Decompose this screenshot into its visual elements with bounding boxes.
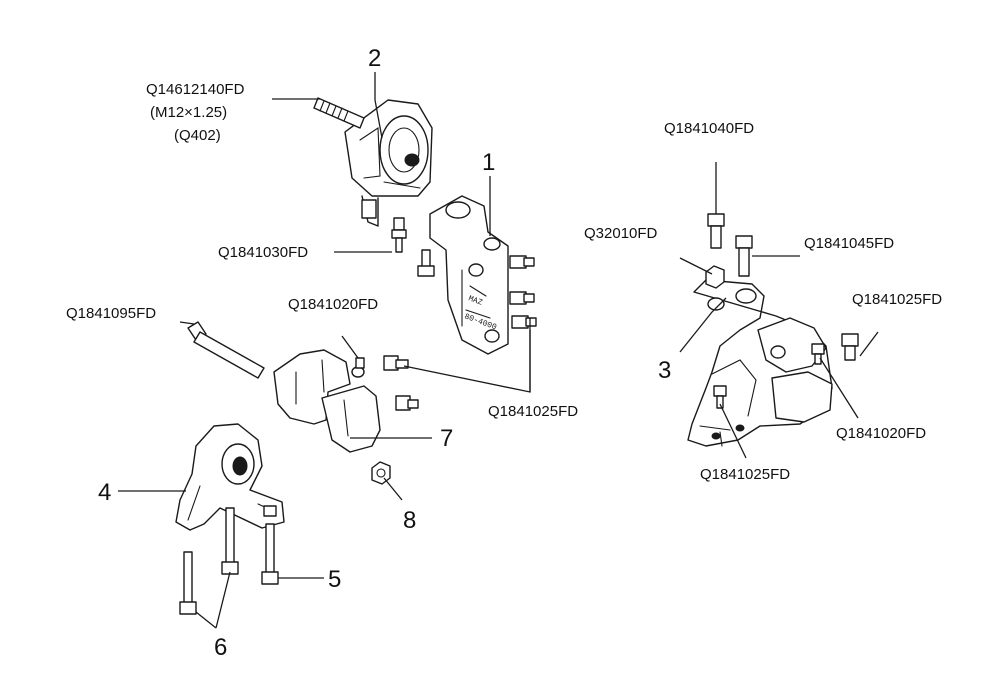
code-bolt-1040: Q1841040FD [664,120,754,137]
code-stud-thread: (M12×1.25) [150,104,227,121]
part-codes: Q14612140FD (M12×1.25) (Q402) Q1841030FD… [66,81,942,483]
stud-bolt [313,97,365,129]
bolt-part-6-left [179,551,197,615]
bolt-q1841040fd [707,213,725,249]
callout-1: 1 [482,149,495,176]
part-8-nut [371,461,391,485]
bolt-part-6-right [221,507,239,575]
code-bolt-1025-bottom: Q1841025FD [700,466,790,483]
part-3-right-mount [687,279,833,447]
callout-3: 3 [658,357,671,384]
bolt-q1841025fd-upper [383,355,409,371]
leader-lines [118,72,879,629]
bolt-q1841025fd-bottom [713,385,727,409]
code-bolt-1020-right: Q1841020FD [836,425,926,442]
bolt-q1841045fd [735,235,753,277]
code-stud-bolt: Q14612140FD [146,81,245,98]
part-2-upper-mount [313,97,433,227]
code-bolt-1025-center: Q1841025FD [488,403,578,420]
callout-2: 2 [368,45,381,72]
bolt-q1841030fd [391,217,407,253]
callout-numbers: 1 2 3 4 5 6 7 8 [98,45,671,661]
bolt-q1841025fd-lower [395,395,419,411]
code-bolt-1025-right: Q1841025FD [852,291,942,308]
code-bolt-1030: Q1841030FD [218,244,308,261]
code-bolt-1095: Q1841095FD [66,305,156,322]
nut-q32010fd [705,265,725,289]
bolt-part-5 [261,523,279,585]
bolt-near-1030 [417,249,435,277]
callout-4: 4 [98,479,111,506]
callout-6: 6 [214,634,227,661]
callout-7: 7 [440,425,453,452]
bolts-bracket-right [509,255,537,329]
code-bolt-1020-left: Q1841020FD [288,296,378,313]
code-nut-32010: Q32010FD [584,225,658,242]
bolt-q1841025fd-right [841,333,859,361]
part-7-bracket [273,349,381,453]
part-4-lower-mount [175,423,285,531]
part-1-bracket: MAZ 80-4000 [429,195,509,355]
code-stud-ref: (Q402) [174,127,221,144]
callout-8: 8 [403,507,416,534]
long-bolt-q1841095fd [187,321,265,379]
callout-5: 5 [328,566,341,593]
code-bolt-1045: Q1841045FD [804,235,894,252]
